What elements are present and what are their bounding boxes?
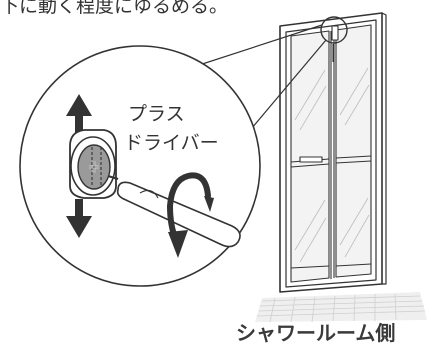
shower-door bbox=[279, 12, 387, 293]
top-caption: 下に動く程度にゆるめる。 bbox=[0, 0, 229, 17]
floor bbox=[255, 292, 427, 323]
arrow-up-icon bbox=[66, 94, 92, 134]
side-caption: シャワールーム側 bbox=[236, 321, 396, 345]
arrow-down-icon bbox=[66, 199, 92, 238]
tool-label-line1: プラス bbox=[128, 103, 185, 125]
screwdriver-icon bbox=[107, 174, 241, 248]
screw-icon bbox=[69, 129, 117, 199]
rotation-arrow-icon bbox=[166, 172, 214, 258]
zoom-circle-icon bbox=[19, 45, 261, 287]
tool-label-line2: ドライバー bbox=[124, 132, 219, 154]
zoom-source-circle bbox=[320, 16, 348, 44]
